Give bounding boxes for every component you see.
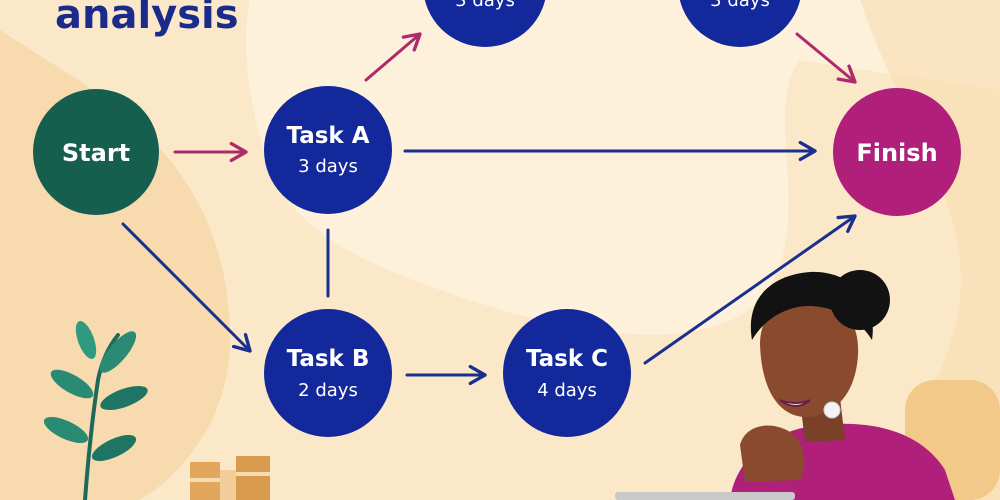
- node-task-b-duration: 2 days: [298, 380, 358, 401]
- node-task-b-label: Task B: [287, 346, 370, 372]
- node-task-c-duration: 4 days: [537, 380, 597, 401]
- node-finish-label: Finish: [856, 139, 937, 167]
- node-top-left-circle: [424, 0, 546, 47]
- laptop: [615, 492, 795, 500]
- person-earring: [823, 401, 841, 419]
- node-start-circle: [33, 89, 159, 215]
- book: [220, 470, 236, 500]
- background-blob-light: [246, 0, 1000, 335]
- node-task-b-circle: [264, 309, 392, 437]
- plant-leaf: [91, 434, 137, 462]
- plant-leaf: [43, 416, 89, 444]
- node-top-left-duration: 3 days: [455, 0, 515, 11]
- book-band: [190, 478, 220, 482]
- diagram-title: analysis: [55, 0, 239, 38]
- node-task-a-duration: 3 days: [298, 156, 358, 177]
- node-task-c-label: Task C: [526, 346, 608, 372]
- edge-task-a-to-top-left: [364, 32, 422, 82]
- node-start-label: Start: [62, 139, 130, 167]
- person-mouth: [779, 399, 811, 407]
- edge-start-to-task-b: [121, 222, 252, 353]
- plant-leaf: [50, 369, 94, 399]
- node-task-b: Task B 2 days: [264, 309, 392, 437]
- plant-stem: [83, 333, 120, 500]
- books-illustration: [190, 456, 270, 500]
- node-task-a-circle: [264, 86, 392, 214]
- person-face: [760, 297, 859, 418]
- person-hair-bun: [830, 270, 890, 330]
- node-task-c: Task C 4 days: [503, 309, 631, 437]
- node-top-right-circle: [679, 0, 801, 47]
- background-blob-right: [860, 0, 1000, 500]
- edge-top-right-to-finish: [795, 32, 857, 84]
- node-task-c-circle: [503, 309, 631, 437]
- node-task-a: Task A 3 days: [264, 86, 392, 214]
- node-start: Start: [33, 89, 159, 215]
- book-band: [236, 472, 270, 476]
- plant-leaf: [100, 385, 148, 411]
- plant-leaf: [99, 331, 137, 373]
- edge-task-c-to-finish: [643, 214, 857, 365]
- plant-leaf: [75, 321, 97, 359]
- person-hand: [740, 425, 805, 482]
- book: [236, 456, 270, 500]
- person-illustration: [615, 270, 1000, 500]
- node-top-right: 3 days: [679, 0, 801, 47]
- plant-illustration: [43, 321, 148, 500]
- node-top-right-duration: 3 days: [710, 0, 770, 11]
- node-finish-circle: [833, 88, 961, 216]
- node-task-a-label: Task A: [286, 123, 369, 149]
- node-finish: Finish: [833, 88, 961, 216]
- node-top-left: 3 days: [424, 0, 546, 47]
